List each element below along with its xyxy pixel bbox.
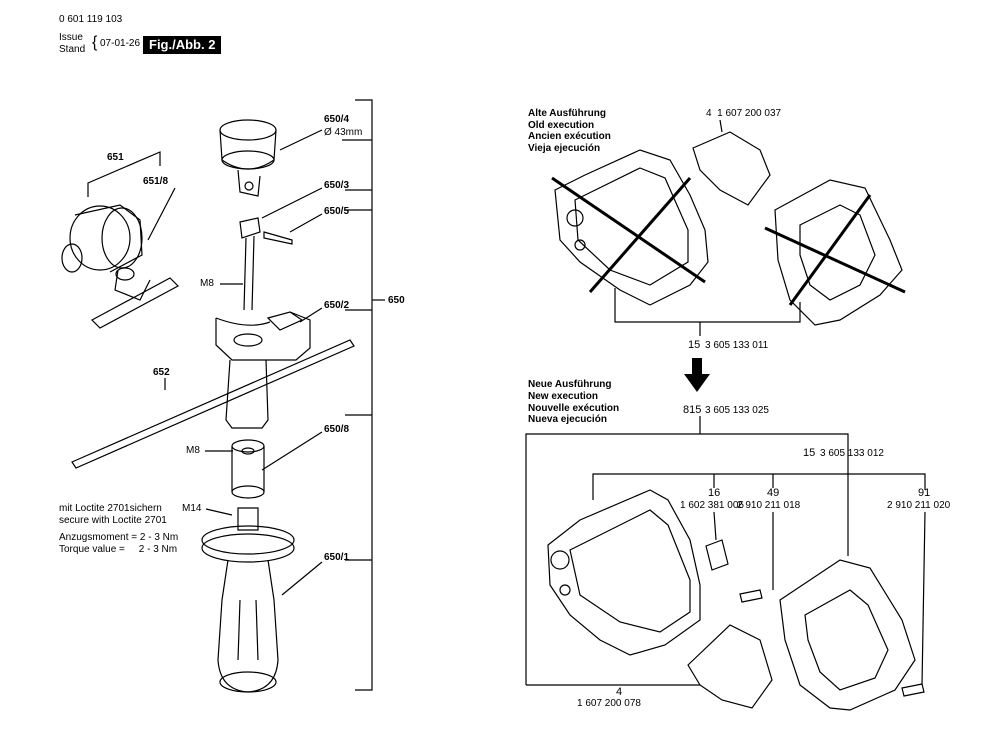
part-91-num: 91: [918, 487, 931, 499]
part-number: 0 601 119 103: [59, 14, 123, 25]
old-part-15-num: 15: [688, 339, 701, 351]
issue-date: 07-01-26: [100, 38, 141, 49]
label-m8-lower: M8: [186, 445, 200, 456]
note-torque-de: Anzugsmoment = 2 - 3 Nm: [59, 532, 179, 543]
label-650-8: 650/8: [324, 424, 350, 435]
old-part-4: 4 1 607 200 037: [706, 108, 782, 119]
new-exec-es: Nueva ejecución: [528, 414, 607, 425]
part-4-num: 4: [616, 686, 623, 698]
note-torque-en: Torque value = 2 - 3 Nm: [59, 544, 178, 555]
label-m8-upper: M8: [200, 278, 214, 289]
label-650-3: 650/3: [324, 180, 350, 191]
part-91-code: 2 910 211 020: [887, 500, 951, 511]
stand-label: Stand: [59, 44, 86, 55]
new-exec-en: New execution: [528, 391, 599, 402]
part-4-code: 1 607 200 078: [577, 698, 641, 709]
new-part-815-code: 3 605 133 025: [705, 405, 769, 416]
part-49-code: 2 910 211 018: [737, 500, 801, 511]
part-16-code: 1 602 381 006: [680, 500, 744, 511]
note-loctite-de: mit Loctite 2701sichern: [59, 503, 162, 514]
bracket-glyph: {: [92, 34, 98, 51]
label-652: 652: [153, 367, 170, 378]
old-exec-es: Vieja ejecución: [528, 143, 601, 154]
old-exec-en: Old execution: [528, 120, 595, 131]
new-exec-de: Neue Ausführung: [528, 379, 612, 390]
label-651: 651: [107, 152, 124, 163]
new-part-15-code: 3 605 133 012: [820, 448, 884, 459]
label-650: 650: [388, 295, 405, 306]
label-651-8: 651/8: [143, 176, 169, 187]
label-650-4-diameter: Ø 43mm: [324, 127, 363, 138]
part-49-num: 49: [767, 487, 780, 499]
new-part-815-num: 815: [683, 404, 702, 416]
figure-label: Fig./Abb. 2: [143, 36, 222, 54]
label-650-5: 650/5: [324, 206, 350, 217]
label-650-4: 650/4: [324, 114, 350, 125]
label-650-1: 650/1: [324, 552, 350, 563]
note-loctite-en: secure with Loctite 2701: [59, 515, 167, 526]
label-650-2: 650/2: [324, 300, 350, 311]
new-exec-fr: Nouvelle exécution: [528, 403, 620, 414]
old-exec-de: Alte Ausführung: [528, 108, 606, 119]
part-16-num: 16: [708, 487, 721, 499]
label-m14: M14: [182, 503, 202, 514]
old-exec-fr: Ancien exécution: [528, 131, 611, 142]
old-part-15-code: 3 605 133 011: [705, 340, 769, 351]
issue-label: Issue: [59, 32, 83, 43]
new-part-15-num: 15: [803, 447, 816, 459]
